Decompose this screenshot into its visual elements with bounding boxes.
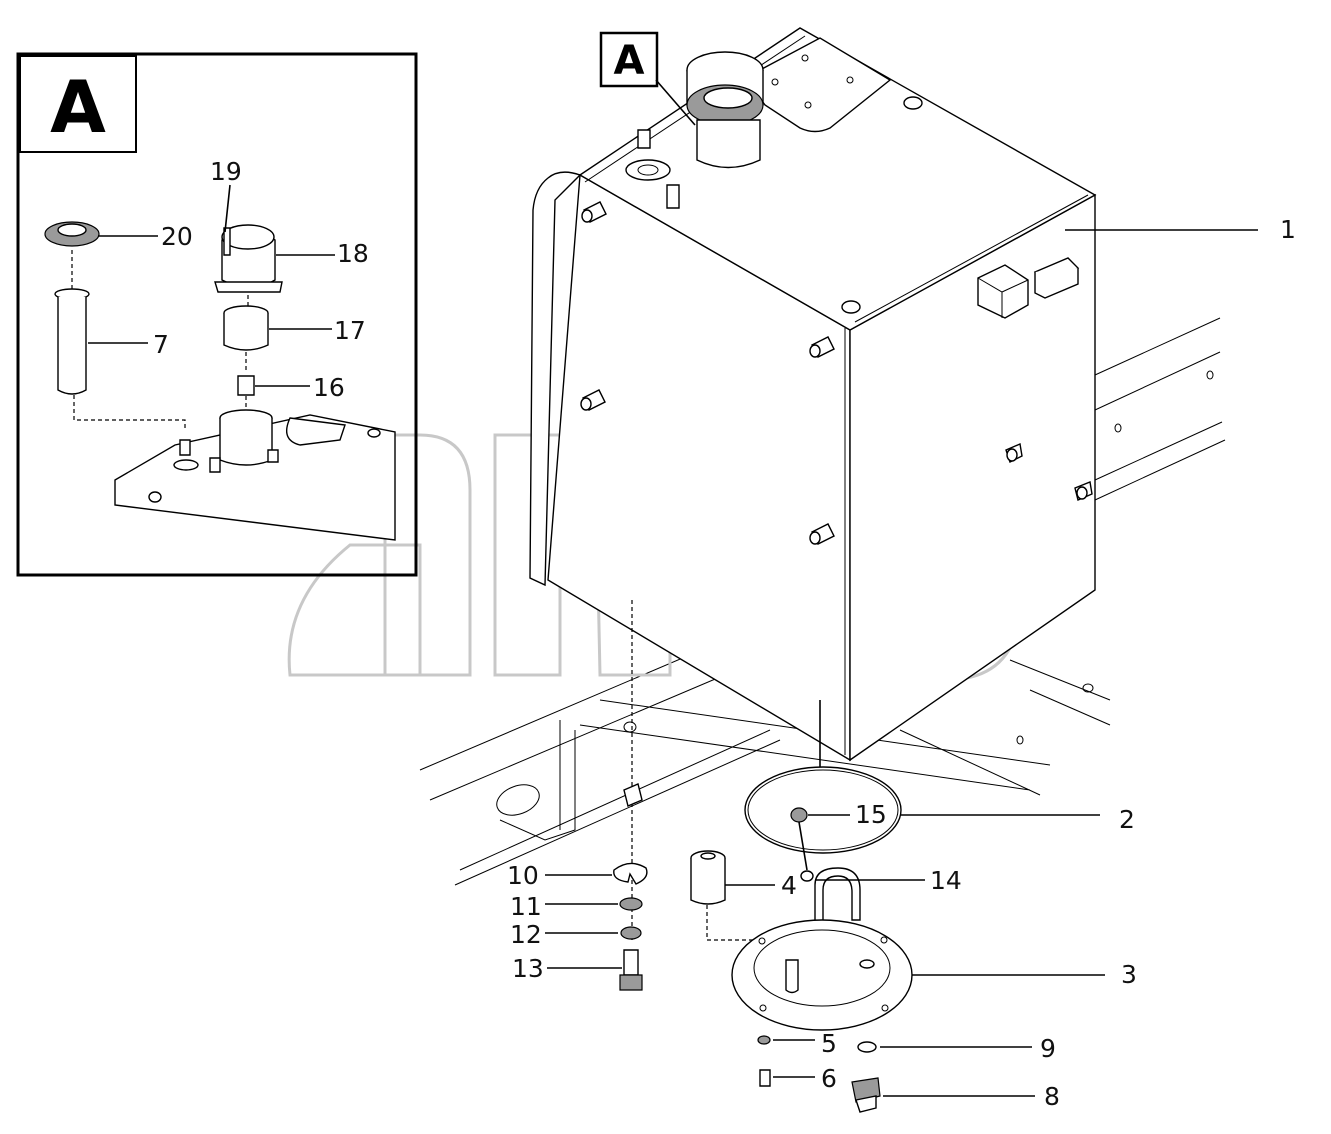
- label-part-1: 1: [1280, 215, 1296, 244]
- label-part-7: 7: [153, 330, 169, 359]
- detail-panel-a: A: [16, 52, 418, 577]
- label-part-5: 5: [821, 1029, 837, 1058]
- label-part-13: 13: [512, 954, 544, 983]
- label-part-14: 14: [930, 866, 962, 895]
- label-part-16: 16: [313, 373, 345, 402]
- label-part-3: 3: [1121, 960, 1137, 989]
- callout-letter: A: [614, 38, 645, 84]
- side-studs: [580, 201, 1093, 545]
- label-part-15: 15: [855, 800, 887, 829]
- label-part-9: 9: [1040, 1034, 1056, 1063]
- label-part-10: 10: [507, 861, 539, 890]
- label-part-19: 19: [210, 157, 242, 186]
- exploded-parts: [613, 600, 913, 1113]
- chassis-frame: [419, 317, 1226, 886]
- label-part-20: 20: [161, 222, 193, 251]
- detail-letter: A: [50, 65, 106, 149]
- label-part-11: 11: [510, 892, 542, 921]
- label-part-18: 18: [337, 239, 369, 268]
- label-part-4: 4: [781, 871, 797, 900]
- label-part-12: 12: [510, 920, 542, 949]
- callout-a: A: [599, 31, 696, 126]
- label-part-8: 8: [1044, 1082, 1060, 1111]
- label-part-2: 2: [1119, 805, 1135, 834]
- label-part-17: 17: [334, 316, 366, 345]
- hydraulic-tank: [529, 27, 1097, 762]
- leader-lines: [88, 184, 1258, 1097]
- label-part-6: 6: [821, 1064, 837, 1093]
- part-labels: 1 2 3 4 5 6 7 8 9 10 11 12 13 14 15 16 1…: [153, 157, 1296, 1111]
